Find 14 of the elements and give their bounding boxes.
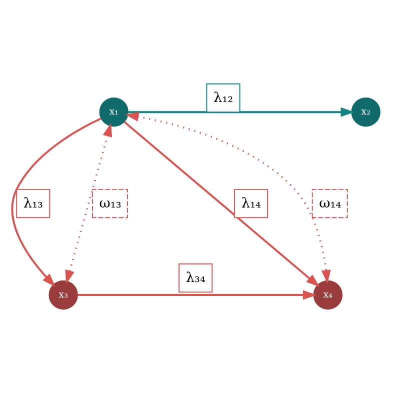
- node-circle: x₃: [48, 280, 78, 310]
- arrow: [65, 122, 112, 284]
- arrow: [128, 106, 354, 116]
- arrow: [78, 290, 317, 300]
- edge-label: λ₁₄: [241, 195, 261, 212]
- node-circle: x₄: [313, 280, 342, 310]
- edge-label: λ₃₄: [186, 270, 206, 286]
- arrow: [11, 117, 102, 286]
- edge-label: λ₁₃: [23, 195, 43, 212]
- node-circle: x₂: [351, 97, 380, 126]
- edge-label: ω₁₄: [319, 195, 342, 212]
- node-circle: x₁: [99, 97, 128, 126]
- edge-label: ω₁₃: [99, 195, 122, 212]
- edge-label: λ₁₂: [214, 90, 234, 106]
